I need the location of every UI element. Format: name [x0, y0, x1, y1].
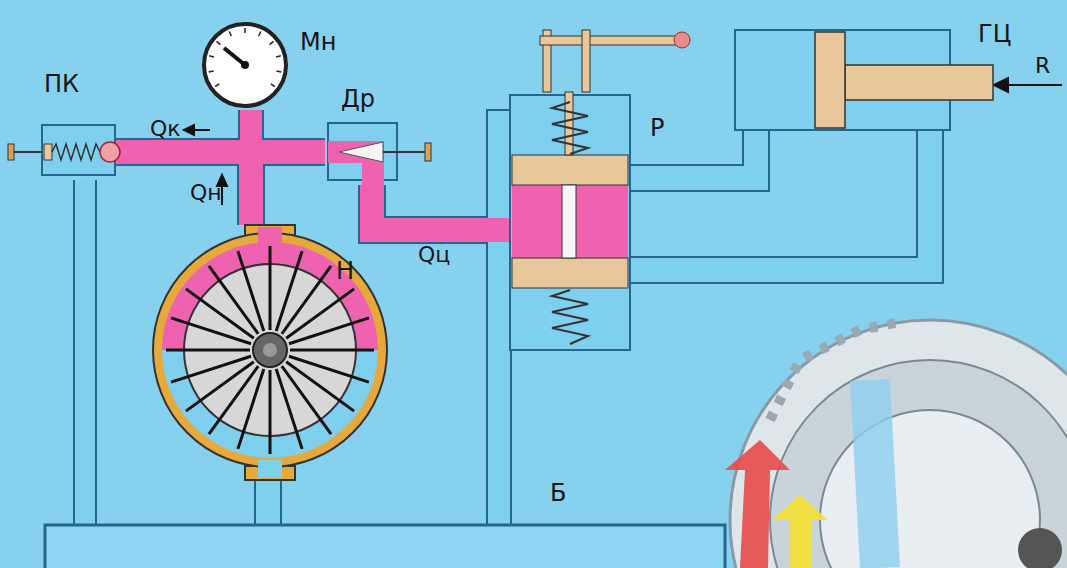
manometer-shape	[200, 20, 295, 110]
oil-tank-shape	[45, 525, 725, 568]
pipe	[630, 130, 930, 270]
pipe-outline	[630, 130, 756, 178]
pipe	[630, 130, 756, 178]
pipe-edge	[251, 152, 325, 225]
spool-valve-shape	[510, 30, 630, 355]
pipe-outline	[630, 130, 930, 270]
pipe-body	[115, 152, 251, 225]
component-label: Р	[650, 116, 664, 140]
pipe-edge	[73, 180, 97, 525]
component-label: ГЦ	[978, 22, 1011, 46]
component-label: Н	[336, 259, 354, 283]
pipe	[372, 185, 510, 230]
pipe-body	[251, 152, 325, 225]
pipe-body	[372, 185, 510, 230]
pipe	[268, 480, 269, 525]
hydro-cylinder-shape	[735, 30, 950, 130]
pipe-edge	[630, 130, 930, 270]
pipe-outline	[115, 152, 251, 225]
pipe-outline	[251, 152, 325, 225]
pipe-body	[75, 180, 95, 525]
flow-label: Qц	[418, 244, 450, 266]
flow-label: Qн	[190, 182, 222, 204]
pipe-body	[499, 122, 510, 525]
hydro-cylinder: ГЦ	[735, 30, 950, 130]
vane-pump: Н	[150, 225, 390, 480]
pipe-edge	[499, 122, 510, 525]
component-label: Мн	[300, 30, 336, 54]
pipe-outline	[268, 480, 269, 525]
pipe-body	[630, 130, 930, 270]
pipe-edge	[254, 480, 282, 525]
component-label: ПК	[44, 72, 79, 96]
pipe-edge	[630, 130, 756, 178]
pipe-body	[256, 480, 280, 525]
oil-tank: Б	[45, 525, 725, 568]
force-label: R	[1035, 55, 1050, 77]
pipe-outline	[85, 180, 86, 525]
component-label: Б	[550, 481, 566, 505]
flow-label: Qк	[150, 118, 181, 140]
pipe-outlines	[85, 110, 930, 525]
pipe-fills	[85, 110, 930, 525]
manometer: Мн	[200, 20, 295, 110]
pipe-body	[630, 130, 756, 178]
component-label: Др	[341, 87, 375, 111]
throttle: Др	[325, 85, 400, 185]
pipe	[251, 152, 325, 225]
pipe-edge	[115, 152, 251, 225]
spool-valve: Р	[510, 30, 630, 355]
pipe	[115, 152, 251, 225]
pump-photo	[725, 320, 1067, 568]
pipe	[85, 180, 86, 525]
pressure-valve: ПК	[30, 70, 115, 180]
